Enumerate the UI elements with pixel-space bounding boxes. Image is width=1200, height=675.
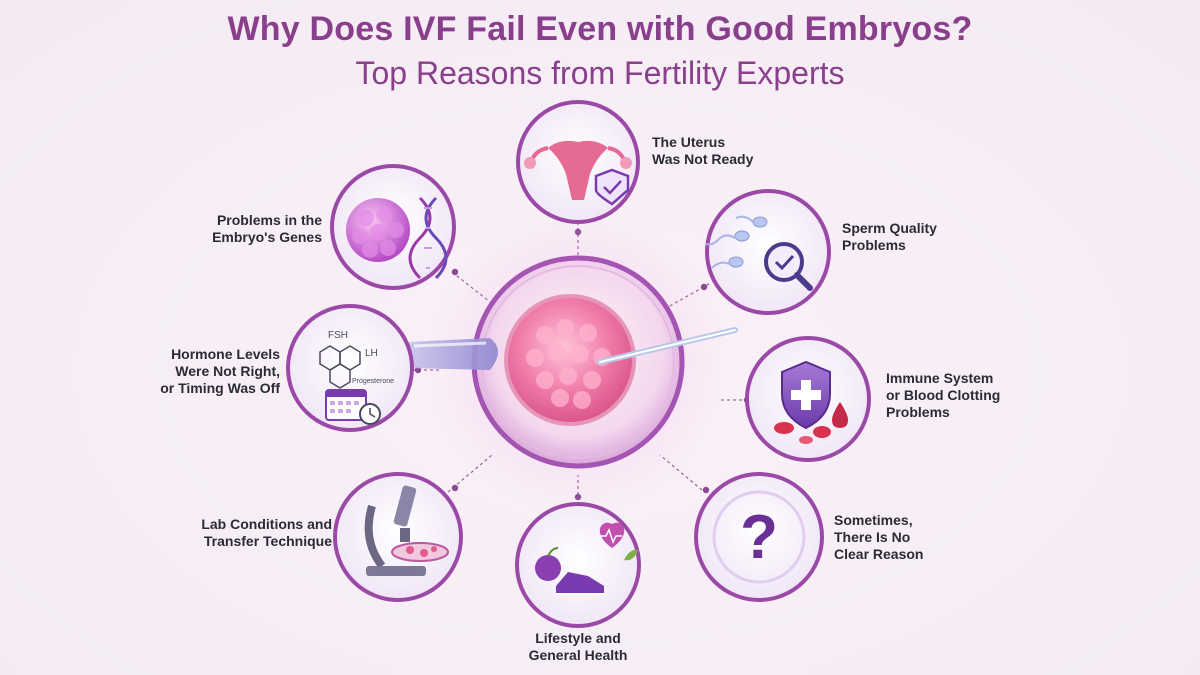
- hormone-calendar-icon: FSH LH Progesterone: [319, 330, 394, 425]
- microscope-icon: [364, 485, 449, 576]
- center-embryo: [408, 212, 738, 512]
- dot-lab: [451, 484, 459, 492]
- dot-hormone: [414, 366, 422, 374]
- sperm-magnifier-icon: [705, 215, 813, 291]
- shield-blood-cells-icon: [774, 360, 848, 444]
- label-lab: Lab Conditions and Transfer Technique: [201, 516, 332, 549]
- hormone-icon-circle: FSH LH Progesterone: [286, 304, 414, 432]
- dot-genes: [451, 268, 459, 276]
- label-hormone: Hormone Levels Were Not Right, or Timing…: [160, 346, 280, 396]
- uterus-icon: [524, 140, 632, 206]
- unknown-icon-circle: ?: [694, 472, 824, 602]
- immune-icon-circle: [745, 336, 871, 462]
- page-subtitle: Top Reasons from Fertility Experts: [355, 55, 845, 91]
- sperm-icon-circle: [705, 189, 831, 315]
- label-unknown: Sometimes, There Is No Clear Reason: [834, 512, 924, 562]
- progesterone-label: Progesterone: [352, 378, 394, 385]
- uterus-icon-circle: [516, 100, 640, 224]
- label-sperm: Sperm Quality Problems: [842, 220, 937, 253]
- lifestyle-icon-circle: [515, 502, 641, 628]
- genes-icon-circle: [330, 164, 456, 290]
- page-title: Why Does IVF Fail Even with Good Embryos…: [227, 10, 973, 48]
- lifestyle-icon: [535, 522, 638, 595]
- embryo-dna-icon: [346, 196, 448, 280]
- lab-icon-circle: [333, 472, 463, 602]
- lh-label: LH: [365, 348, 378, 359]
- dot-unknown: [702, 486, 710, 494]
- question-mark-icon: ?: [740, 503, 778, 572]
- label-genes: Problems in the Embryo's Genes: [212, 212, 322, 245]
- fsh-label: FSH: [328, 330, 348, 341]
- label-lifestyle: Lifestyle and General Health: [528, 630, 628, 663]
- label-uterus: The Uterus Was Not Ready: [652, 134, 754, 167]
- label-immune: Immune System or Blood Clotting Problems: [886, 370, 1001, 420]
